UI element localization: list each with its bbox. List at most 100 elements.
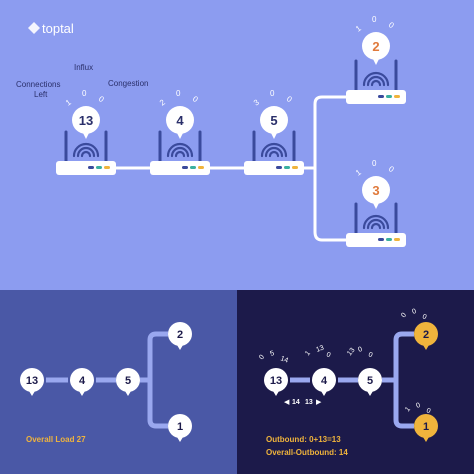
node-indicator-value: 0 bbox=[411, 308, 417, 316]
toptal-logo: toptal bbox=[28, 21, 74, 36]
node-tail bbox=[125, 391, 131, 396]
indicator-value: 0 bbox=[270, 89, 275, 98]
status-light bbox=[378, 238, 384, 241]
node-indicator-value: 0 bbox=[325, 351, 331, 359]
node-value: 5 bbox=[125, 375, 131, 387]
node-tail bbox=[79, 391, 85, 396]
node-value: 13 bbox=[26, 375, 38, 387]
node-indicator-value: 13 bbox=[315, 345, 325, 354]
node-indicator-value: 0 bbox=[357, 346, 363, 354]
indicator-value: 0 bbox=[285, 94, 294, 104]
node-tail bbox=[29, 391, 35, 396]
indicator-value: 0 bbox=[176, 89, 181, 98]
bl-connection-lines bbox=[46, 331, 168, 429]
wifi-icon bbox=[166, 142, 194, 158]
indicator-value: 0 bbox=[387, 164, 396, 174]
node-indicator-value: 0 bbox=[400, 312, 408, 320]
router-body bbox=[150, 161, 210, 175]
router-value: 2 bbox=[372, 39, 379, 54]
node-indicator-value: 5 bbox=[269, 350, 275, 358]
flow-indicator: ◀ 14 13 ▶ bbox=[284, 399, 322, 406]
flow-right-arrow-icon: ▶ bbox=[316, 399, 322, 406]
node-tail bbox=[423, 437, 429, 442]
label-connections: Connections bbox=[16, 80, 60, 89]
node-value: 1 bbox=[177, 421, 183, 433]
status-light bbox=[190, 166, 196, 169]
indicator-value: 0 bbox=[97, 94, 106, 104]
indicator-value: 0 bbox=[372, 159, 377, 168]
node-circle bbox=[168, 322, 192, 346]
node-circle bbox=[70, 368, 94, 392]
status-light bbox=[386, 238, 392, 241]
br-node-1: 1 bbox=[414, 414, 438, 442]
br-node-13: 13 bbox=[264, 368, 288, 396]
indicator-value: 3 bbox=[252, 97, 261, 107]
node-circle bbox=[414, 414, 438, 438]
br-node-2: 2 bbox=[414, 322, 438, 350]
node-circle bbox=[116, 368, 140, 392]
node-indicator-value: 0 bbox=[258, 354, 266, 362]
router-body bbox=[346, 233, 406, 247]
node-circle bbox=[414, 322, 438, 346]
node-value: 4 bbox=[321, 375, 328, 387]
node-indicator-value: 13 bbox=[346, 347, 356, 358]
router-body bbox=[244, 161, 304, 175]
outbound-caption: Outbound: 0+13=13 bbox=[266, 435, 341, 444]
indicator-value: 0 bbox=[372, 15, 377, 24]
node-circle bbox=[312, 368, 336, 392]
router-value: 5 bbox=[270, 113, 277, 128]
indicator-value: 0 bbox=[191, 94, 200, 104]
bl-node-1: 1 bbox=[168, 414, 192, 442]
node-indicator-value: 1 bbox=[304, 350, 312, 358]
top-connection-lines bbox=[110, 95, 348, 242]
router-value: 13 bbox=[79, 113, 93, 128]
toptal-logo-mark-icon bbox=[28, 22, 40, 34]
label-influx: Influx bbox=[74, 63, 93, 72]
br-node-5: 5 bbox=[358, 368, 382, 396]
br-node-4: 4 bbox=[312, 368, 336, 396]
status-light bbox=[394, 238, 400, 241]
wifi-icon bbox=[362, 71, 390, 87]
node-tail bbox=[367, 391, 373, 396]
node-value: 2 bbox=[423, 329, 429, 341]
node-tail bbox=[177, 345, 183, 350]
overall-load-caption: Overall Load 27 bbox=[26, 435, 86, 444]
wifi-icon bbox=[260, 142, 288, 158]
indicator-value: 2 bbox=[158, 97, 167, 107]
node-tail bbox=[177, 437, 183, 442]
node-tail bbox=[423, 345, 429, 350]
node-indicator-value: 0 bbox=[425, 407, 431, 415]
status-light bbox=[386, 95, 392, 98]
node-indicator-value: 0 bbox=[421, 313, 427, 321]
indicator-value: 1 bbox=[354, 167, 363, 177]
node-circle bbox=[358, 368, 382, 392]
value-bubble bbox=[260, 106, 288, 134]
bubble-tail bbox=[373, 203, 379, 209]
status-light bbox=[96, 166, 102, 169]
status-light bbox=[104, 166, 110, 169]
value-bubble bbox=[362, 32, 390, 60]
router-value: 4 bbox=[176, 113, 184, 128]
router-value: 3 bbox=[372, 183, 379, 198]
status-light bbox=[276, 166, 282, 169]
node-indicator-value: 0 bbox=[415, 402, 421, 410]
node-value: 1 bbox=[423, 421, 429, 433]
value-bubble bbox=[362, 176, 390, 204]
bl-node-4: 4 bbox=[70, 368, 94, 396]
status-light bbox=[182, 166, 188, 169]
bl-node-2: 2 bbox=[168, 322, 192, 350]
node-value: 4 bbox=[79, 375, 86, 387]
status-light bbox=[292, 166, 298, 169]
status-light bbox=[394, 95, 400, 98]
indicator-value: 1 bbox=[64, 97, 73, 107]
node-value: 5 bbox=[367, 375, 373, 387]
bubble-tail bbox=[373, 59, 379, 65]
router-body bbox=[346, 90, 406, 104]
bubble-tail bbox=[177, 133, 183, 139]
node-value: 2 bbox=[177, 329, 183, 341]
